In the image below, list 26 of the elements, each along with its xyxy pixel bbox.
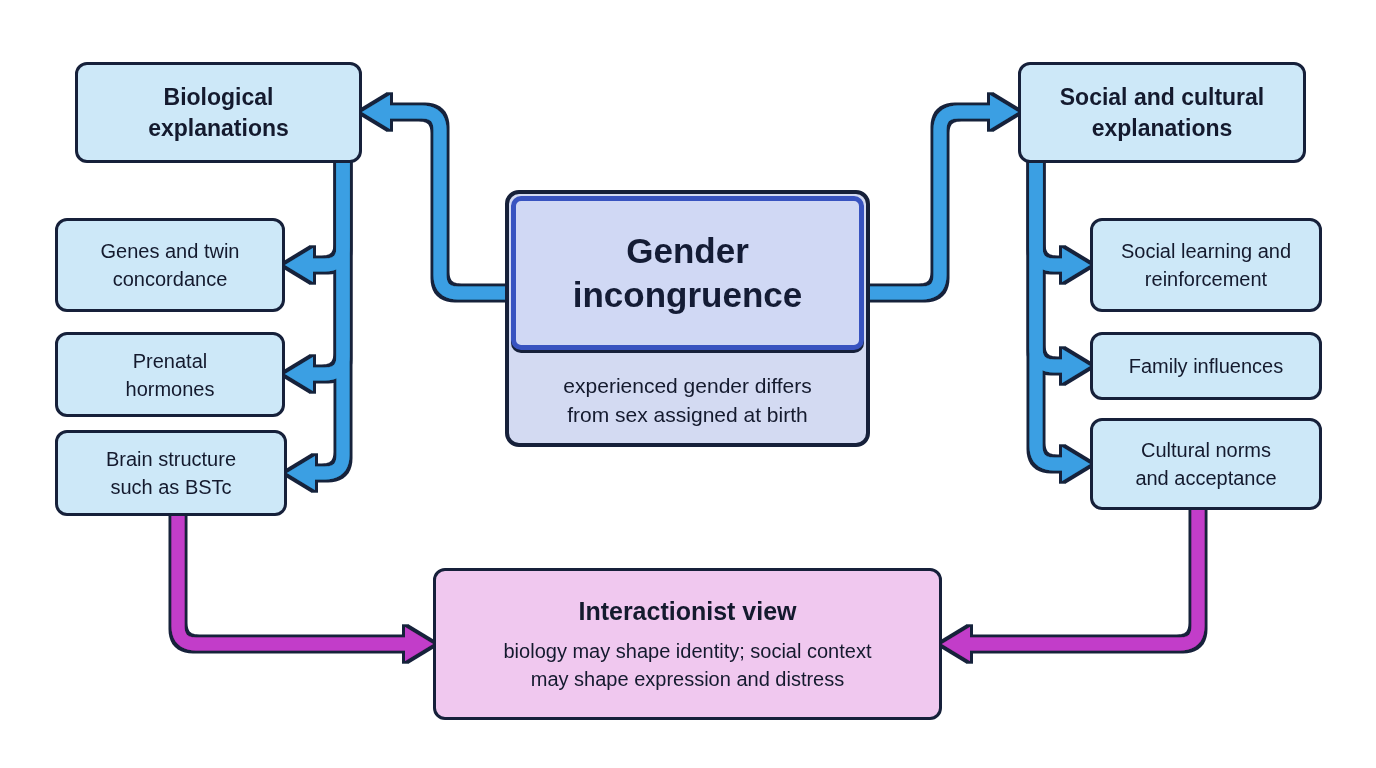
arrow xyxy=(1029,163,1090,481)
box-label: Social learning and reinforcement xyxy=(1119,239,1293,292)
box-label: Genes and twin concordance xyxy=(99,239,241,292)
concept-description: experienced gender differs from sex assigned at birth xyxy=(562,372,813,428)
synthesis-box xyxy=(433,568,942,720)
category-box xyxy=(75,62,362,163)
box-label: Brain structure such as BSTc xyxy=(104,447,238,500)
box-heading: Biological explanations xyxy=(147,82,290,143)
central-concept-box xyxy=(505,190,870,447)
factor-box xyxy=(1090,418,1322,510)
factor-box xyxy=(55,218,285,312)
arrow xyxy=(171,516,433,661)
category-box xyxy=(1018,62,1306,163)
factor-box xyxy=(1090,332,1322,400)
box-heading: Social and cultural explanations xyxy=(1058,82,1266,143)
box-label: Prenatal hormones xyxy=(124,348,216,402)
arrow xyxy=(287,163,350,490)
arrow xyxy=(942,510,1205,661)
factor-box xyxy=(55,332,285,417)
box-heading: Interactionist view xyxy=(578,596,797,627)
box-label: Cultural norms and acceptance xyxy=(1134,438,1278,491)
box-label: Family influences xyxy=(1128,354,1284,379)
box-description: biology may shape identity; social context may shape expression and distress xyxy=(502,639,873,692)
factor-box xyxy=(55,430,287,516)
factor-box xyxy=(1090,218,1322,312)
concept-title: Gender incongruence xyxy=(571,230,804,316)
